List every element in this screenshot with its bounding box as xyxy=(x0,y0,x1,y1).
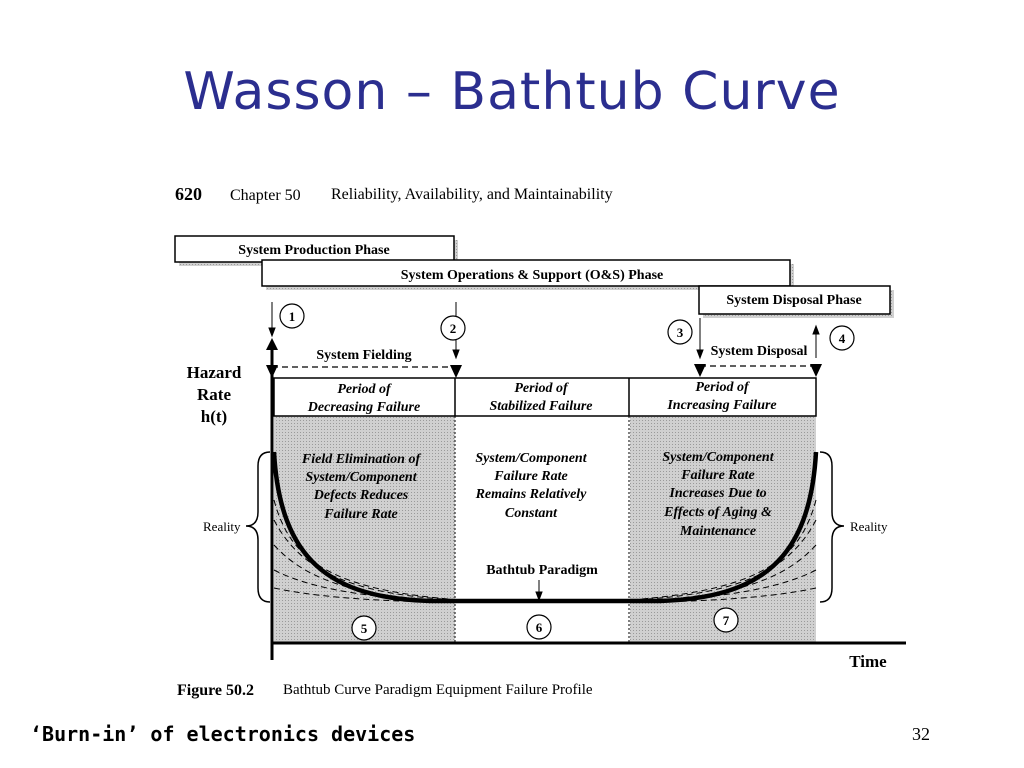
marker-6: 6 xyxy=(526,614,552,640)
slide-title: Wasson – Bathtub Curve xyxy=(183,62,841,122)
page-number: 32 xyxy=(912,724,930,744)
period-1-line-2: Decreasing Failure xyxy=(307,400,420,415)
svg-text:2: 2 xyxy=(450,321,457,336)
chapter-title: Reliability, Availability, and Maintaina… xyxy=(331,186,613,203)
page-ref: 620 xyxy=(175,184,202,204)
phase-bar-disposal: System Disposal Phase xyxy=(698,285,894,318)
event-disposal-label: System Disposal xyxy=(711,344,808,359)
period-3-line-1: Period of xyxy=(695,380,750,395)
svg-text:1: 1 xyxy=(289,309,296,324)
desc-1-line-4: Failure Rate xyxy=(323,507,398,522)
event-fielding: System Fielding xyxy=(266,348,462,378)
period-1-line-1: Period of xyxy=(337,382,392,397)
desc-3-line-3: Increases Due to xyxy=(668,486,766,501)
right-reality-brace xyxy=(819,451,845,603)
desc-2-line-2: Failure Rate xyxy=(493,469,568,484)
desc-1-line-3: Defects Reduces xyxy=(313,488,409,503)
desc-3-line-4: Effects of Aging & xyxy=(663,505,772,520)
desc-1-line-2: System/Component xyxy=(305,470,417,485)
marker-7: 7 xyxy=(713,607,739,633)
marker-2: 2 xyxy=(440,315,466,341)
y-axis-label-line-2: Rate xyxy=(197,385,231,404)
event-disposal: System Disposal xyxy=(694,344,822,377)
region-increasing xyxy=(630,415,816,643)
desc-2-line-1: System/Component xyxy=(475,451,587,466)
phase-label-operations: System Operations & Support (O&S) Phase xyxy=(401,268,664,283)
svg-text:5: 5 xyxy=(361,621,368,636)
caption-text: Bathtub Curve Paradigm Equipment Failure… xyxy=(283,682,593,698)
x-axis-label: Time xyxy=(849,652,887,671)
period-boxes: Period of Decreasing Failure Period of S… xyxy=(273,377,817,643)
marker-4: 4 xyxy=(829,325,855,351)
svg-text:3: 3 xyxy=(677,325,684,340)
marker-arrows xyxy=(268,302,820,602)
phase-label-production: System Production Phase xyxy=(238,243,389,258)
svg-text:7: 7 xyxy=(723,613,730,628)
period-3-line-2: Increasing Failure xyxy=(666,398,776,413)
description-increasing: System/Component Failure Rate Increases … xyxy=(662,450,774,539)
desc-3-line-1: System/Component xyxy=(662,450,774,465)
paradigm-label: Bathtub Paradigm xyxy=(486,563,598,578)
marker-5: 5 xyxy=(351,615,377,641)
y-axis-label-line-1: Hazard xyxy=(187,363,242,382)
description-stabilized: System/Component Failure Rate Remains Re… xyxy=(475,451,588,521)
y-axis-label-line-3: h(t) xyxy=(201,407,227,426)
reality-label-right: Reality xyxy=(850,519,888,534)
axes xyxy=(266,338,906,660)
marker-3: 3 xyxy=(667,319,693,345)
desc-3-line-2: Failure Rate xyxy=(680,468,755,483)
bathtub-curve xyxy=(271,451,819,604)
chapter-label: Chapter 50 xyxy=(230,187,301,204)
desc-2-line-3: Remains Relatively xyxy=(475,487,588,502)
phase-label-disposal: System Disposal Phase xyxy=(726,293,861,308)
footer-note: ‘Burn-in’ of electronics devices xyxy=(30,722,416,746)
marker-1: 1 xyxy=(279,303,305,329)
svg-text:6: 6 xyxy=(536,620,543,635)
description-decreasing: Field Elimination of System/Component De… xyxy=(301,452,422,522)
desc-3-line-5: Maintenance xyxy=(679,524,756,539)
period-2-line-1: Period of xyxy=(514,381,569,396)
period-2-line-2: Stabilized Failure xyxy=(489,399,592,414)
region-decreasing xyxy=(274,415,455,643)
svg-text:4: 4 xyxy=(839,331,846,346)
desc-2-line-4: Constant xyxy=(505,506,558,521)
reality-label-left: Reality xyxy=(203,519,241,534)
left-reality-brace xyxy=(245,451,271,603)
caption-number: Figure 50.2 xyxy=(177,682,254,699)
desc-1-line-1: Field Elimination of xyxy=(301,452,422,467)
event-fielding-label: System Fielding xyxy=(316,348,411,363)
